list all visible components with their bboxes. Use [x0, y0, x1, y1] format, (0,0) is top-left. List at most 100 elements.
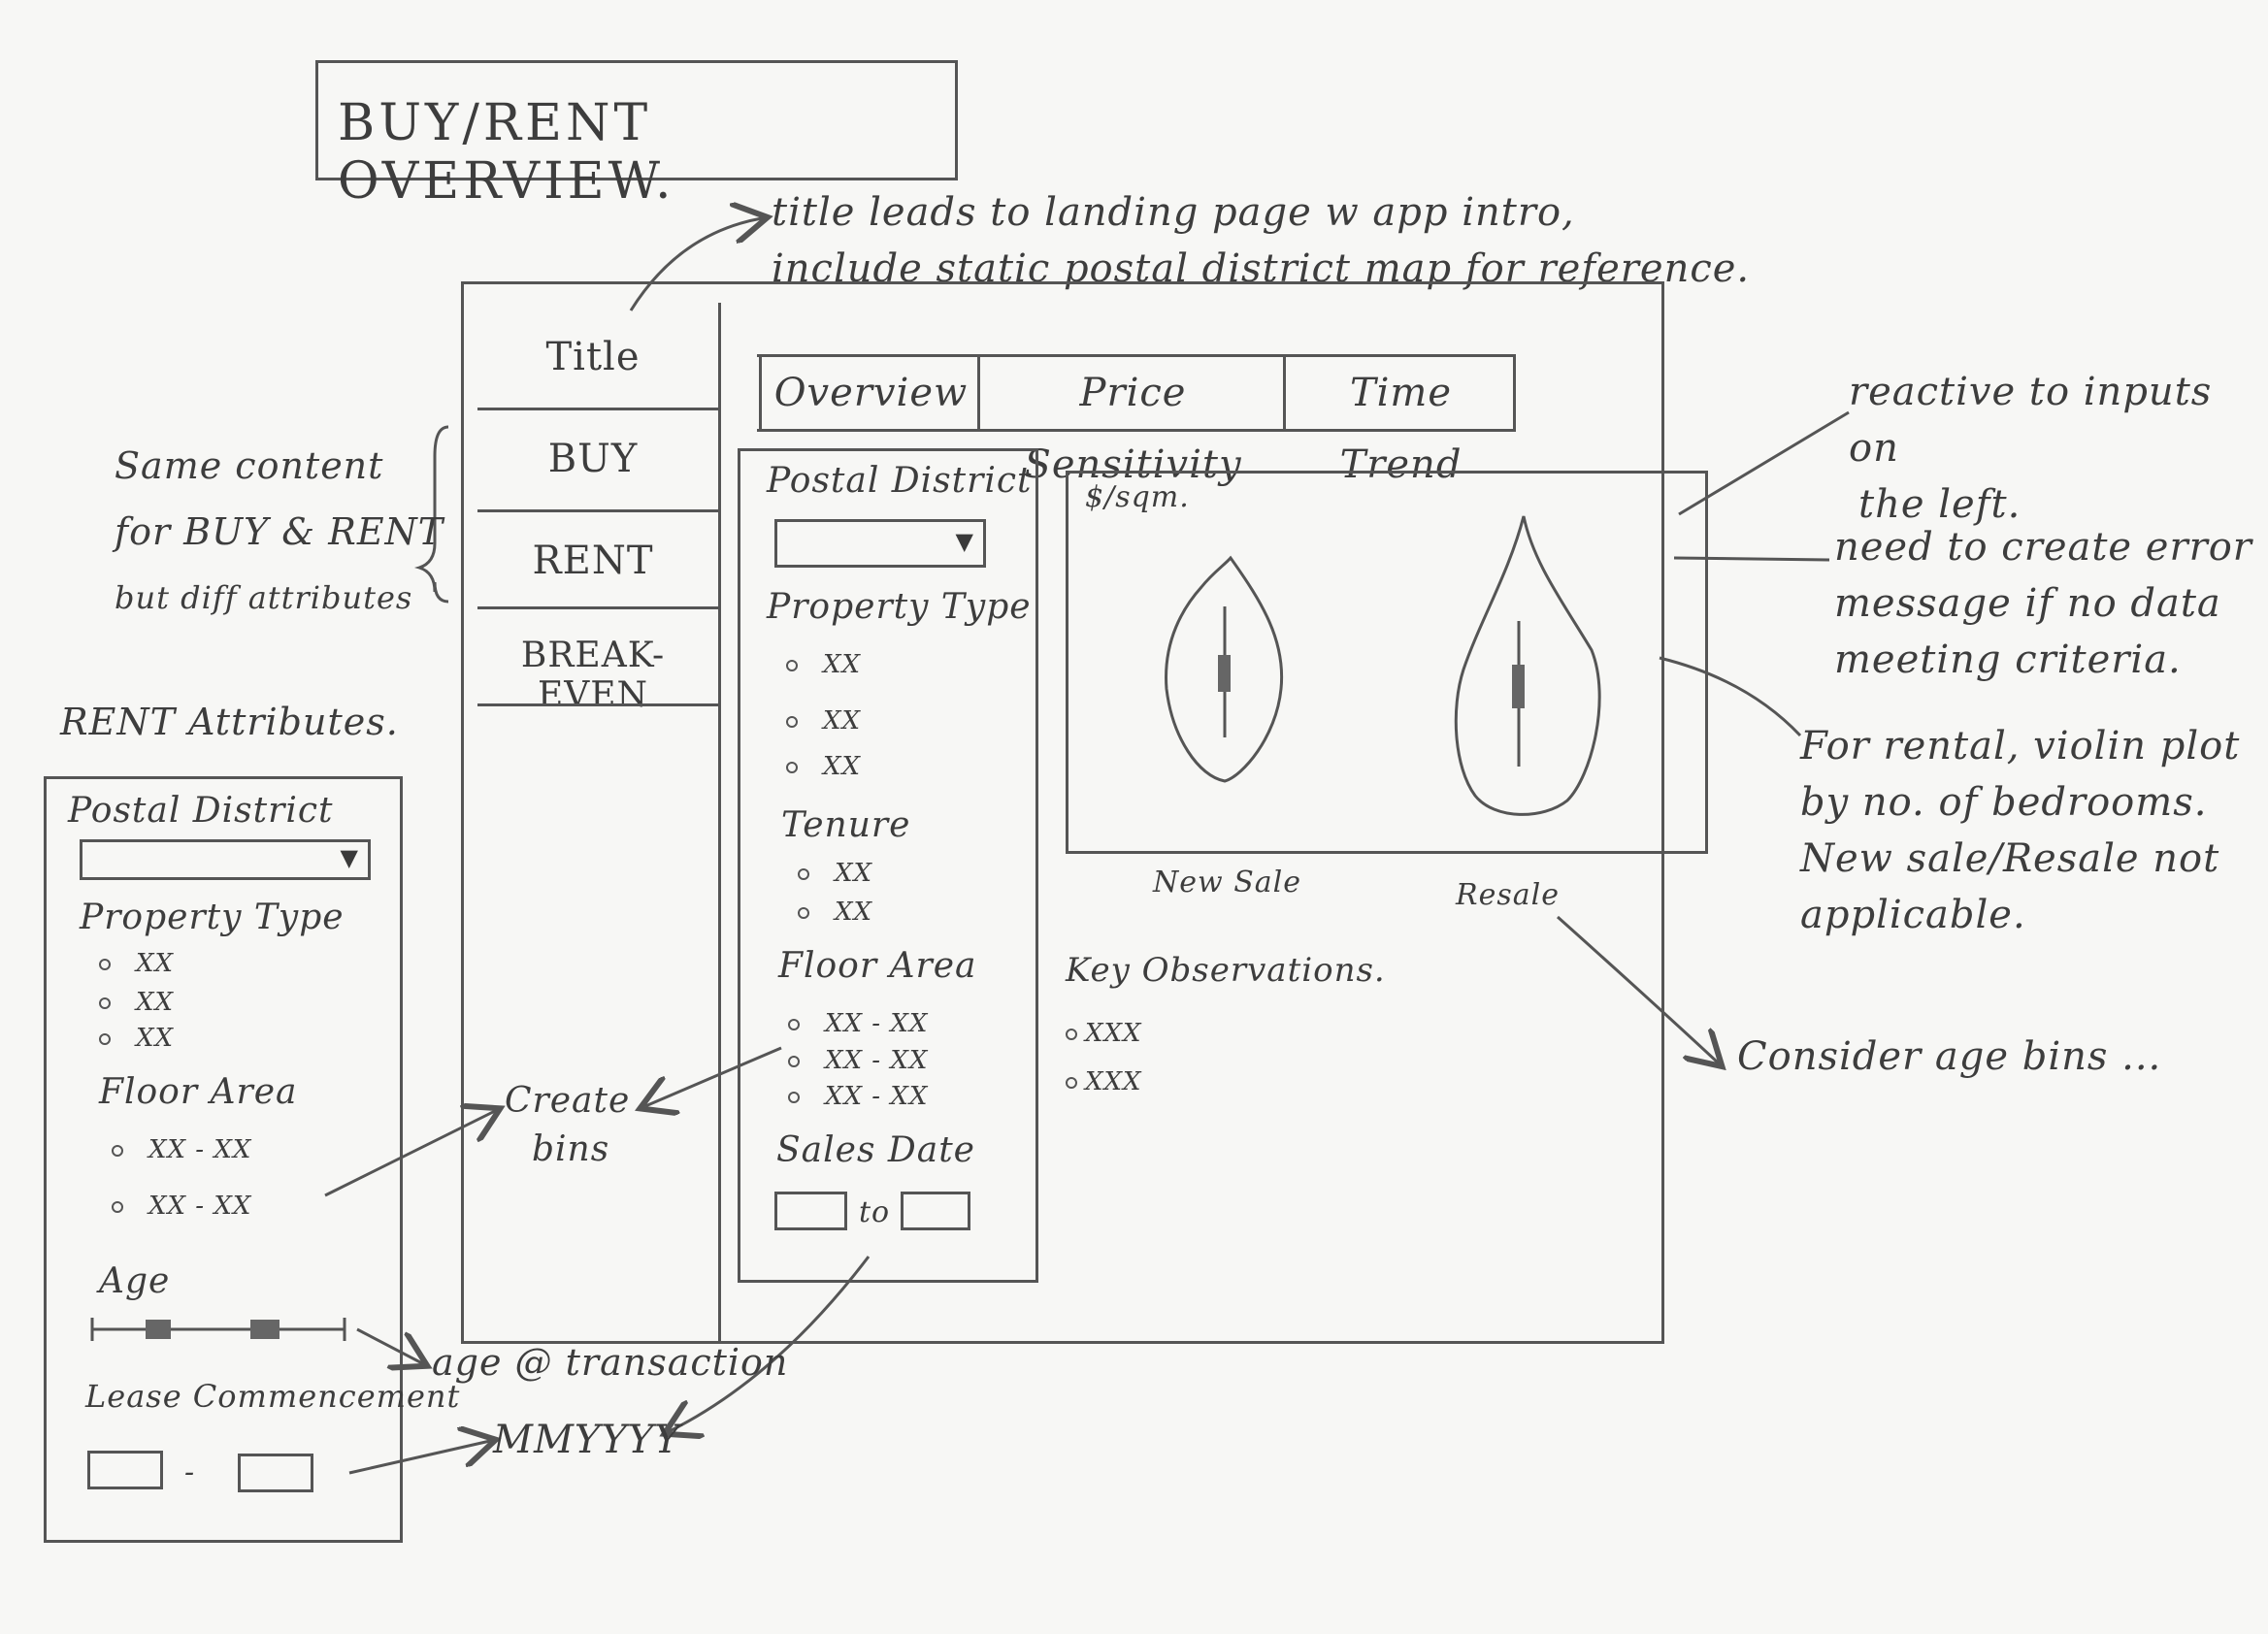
to-label: to: [859, 1195, 891, 1229]
sidebar-item-rent[interactable]: RENT: [532, 539, 654, 583]
observation-item: XXX: [1066, 1019, 1142, 1048]
rent-attributes-panel: [44, 776, 403, 1543]
radio-icon: [788, 1056, 800, 1067]
postal-district-label: Postal District: [767, 461, 1033, 501]
age-transaction-note: age @ transaction: [432, 1341, 789, 1384]
radio-icon: [99, 1033, 111, 1045]
sidebar-item-title[interactable]: Title: [545, 335, 641, 379]
mmyyyy-note: MMYYYY: [493, 1418, 681, 1462]
rent-property-option[interactable]: XX: [99, 988, 174, 1017]
sidebar-item-buy[interactable]: BUY: [547, 437, 639, 481]
radio-icon: [112, 1145, 123, 1157]
radio-icon: [786, 716, 798, 728]
sales-date-arrow: [670, 1256, 871, 1431]
sales-date-to-input[interactable]: [901, 1192, 970, 1230]
sidebar-divider: [477, 408, 720, 410]
bullet-icon: [1066, 1029, 1077, 1040]
floor-option[interactable]: XX - XX: [788, 1046, 928, 1075]
category-new-sale: New Sale: [1153, 866, 1302, 899]
create-bins-arrow-rent: [324, 1111, 495, 1197]
rent-attributes-heading: RENT Attributes.: [60, 701, 399, 743]
reactive-note: reactive to inputs on the left.: [1849, 370, 2213, 527]
tab-bar: [757, 354, 1516, 432]
property-option[interactable]: XX: [786, 650, 861, 679]
rent-floor-option[interactable]: XX - XX: [112, 1192, 251, 1221]
slider-handle-max: [250, 1320, 279, 1339]
key-observations-heading: Key Observations.: [1066, 951, 1386, 990]
radio-icon: [786, 762, 798, 773]
rent-property-type-label: Property Type: [80, 898, 345, 937]
rent-floor-area-label: Floor Area: [99, 1072, 298, 1112]
property-option[interactable]: XX: [786, 752, 861, 781]
tenure-option[interactable]: XX: [798, 898, 872, 927]
tab-time-trend[interactable]: Time Trend: [1283, 357, 1516, 487]
create-bins-note: Create bins: [505, 1081, 631, 1169]
lease-from-input[interactable]: [87, 1451, 163, 1489]
rent-floor-option[interactable]: XX - XX: [112, 1135, 251, 1164]
violin-new-sale-box: [1218, 655, 1231, 692]
rental-arrow: [1659, 656, 1802, 737]
radio-icon: [788, 1019, 800, 1030]
tenure-option[interactable]: XX: [798, 859, 872, 888]
lease-arrow: [348, 1441, 490, 1475]
radio-icon: [112, 1201, 123, 1213]
rent-postal-district-dropdown[interactable]: ▼: [80, 839, 371, 880]
same-content-brace: [413, 425, 449, 604]
violin-resale-box: [1512, 665, 1525, 708]
lease-to-input[interactable]: [238, 1454, 313, 1492]
page-title: BUY/RENT OVERVIEW.: [338, 94, 675, 211]
sales-date-label: Sales Date: [776, 1130, 975, 1170]
radio-icon: [99, 997, 111, 1009]
sidebar-divider: [477, 606, 720, 609]
chevron-down-icon: ▼: [340, 844, 358, 871]
postal-district-dropdown[interactable]: ▼: [774, 519, 986, 568]
radio-icon: [786, 660, 798, 671]
property-option[interactable]: XX: [786, 706, 861, 735]
rental-note: For rental, violin plot by no. of bedroo…: [1800, 724, 2241, 937]
property-type-label: Property Type: [767, 587, 1032, 627]
sidebar-divider: [477, 509, 720, 512]
sales-date-from-input[interactable]: [774, 1192, 847, 1230]
chevron-down-icon: ▼: [955, 528, 973, 555]
filter-panel: [738, 448, 1038, 1283]
radio-icon: [99, 959, 111, 970]
main-content-area: [718, 303, 1664, 1344]
rent-lease-label: Lease Commencement: [85, 1378, 461, 1415]
tenure-label: Tenure: [781, 805, 911, 845]
lease-dash: -: [184, 1455, 196, 1489]
violin-chart: [1066, 471, 1708, 854]
same-content-note: Same content for BUY & RENT but diff att…: [115, 444, 444, 616]
tab-overview[interactable]: Overview: [759, 357, 980, 429]
title-box: BUY/RENT OVERVIEW.: [315, 60, 958, 211]
violin-resale: [1454, 515, 1601, 816]
radio-icon: [798, 907, 809, 919]
floor-option[interactable]: XX - XX: [788, 1009, 928, 1038]
category-resale: Resale: [1456, 878, 1560, 912]
rent-property-option[interactable]: XX: [99, 1024, 174, 1053]
sidebar-divider: [477, 703, 720, 706]
error-message-note: need to create error message if no data …: [1834, 525, 2252, 682]
rent-property-option[interactable]: XX: [99, 949, 174, 978]
slider-handle-min: [146, 1320, 171, 1339]
create-bins-arrow-main: [645, 1046, 782, 1106]
observation-item: XXX: [1066, 1067, 1142, 1096]
rent-postal-district-label: Postal District: [68, 791, 334, 831]
title-note-arrow: [629, 218, 762, 311]
floor-option[interactable]: XX - XX: [788, 1082, 928, 1111]
y-axis-label: $/sqm.: [1085, 480, 1190, 514]
floor-area-label: Floor Area: [778, 946, 977, 986]
age-transaction-arrow: [356, 1327, 422, 1363]
age-bins-arrow: [1556, 915, 1718, 1062]
radio-icon: [788, 1092, 800, 1103]
rent-age-label: Age: [99, 1261, 171, 1301]
bullet-icon: [1066, 1077, 1077, 1089]
age-bins-note: Consider age bins ...: [1737, 1034, 2162, 1079]
violin-new-sale: [1165, 555, 1284, 783]
tab-price-sensitivity[interactable]: Price Sensitivity: [977, 357, 1286, 487]
error-arrow: [1673, 556, 1830, 562]
sidebar-item-break-even[interactable]: BREAK-EVEN: [520, 636, 666, 715]
radio-icon: [798, 868, 809, 880]
